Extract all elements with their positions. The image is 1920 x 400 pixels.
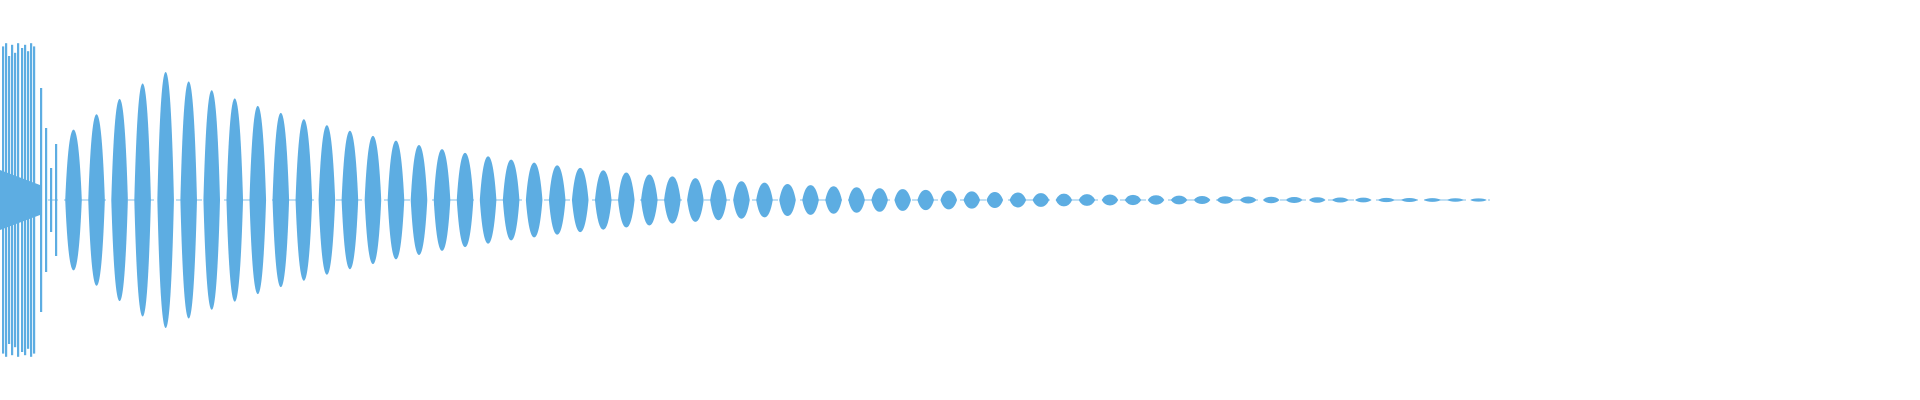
waveform-lobe <box>525 162 543 238</box>
waveform-lobe <box>802 185 819 215</box>
waveform-lobe <box>894 189 911 211</box>
waveform-lobe <box>1285 197 1303 203</box>
waveform-lobe <box>779 183 796 217</box>
waveform-lobe <box>479 156 497 244</box>
waveform-lobe <box>848 187 865 213</box>
attack-spike <box>55 144 58 256</box>
attack-spike <box>45 128 48 272</box>
waveform-lobe <box>641 174 658 226</box>
waveform-lobe <box>871 188 888 212</box>
waveform-lobe <box>1216 196 1234 204</box>
waveform-lobe <box>1308 197 1326 203</box>
waveform-lobe <box>1355 197 1372 203</box>
waveform-lobe <box>594 170 612 230</box>
waveform-lobe <box>226 98 244 302</box>
waveform-lobe <box>548 165 566 235</box>
waveform-lobe <box>1193 195 1211 205</box>
waveform-lobe <box>571 167 589 233</box>
waveform-lobe <box>502 159 520 241</box>
waveform-lobe <box>1055 193 1073 207</box>
waveform-lobe <box>295 119 313 281</box>
waveform-lobe <box>1170 195 1188 205</box>
attack-spike <box>50 168 53 232</box>
waveform-lobe <box>364 135 382 265</box>
attack-spike <box>40 88 43 312</box>
waveform-lobe <box>410 145 428 255</box>
waveform-lobe <box>387 140 405 260</box>
waveform-lobe <box>456 152 474 248</box>
waveform-lobe <box>1009 192 1027 208</box>
waveform-lobe <box>1262 196 1280 204</box>
waveform-lobe <box>1424 198 1441 202</box>
waveform-lobe <box>1078 194 1096 206</box>
waveform-lobe <box>341 130 359 270</box>
waveform-lobe <box>180 81 197 319</box>
waveform-lobe <box>917 189 935 211</box>
attack-fill <box>0 170 40 230</box>
waveform-lobe <box>433 149 451 251</box>
waveform-lobe <box>1124 194 1142 206</box>
waveform-lobe <box>825 186 842 214</box>
waveform-attack <box>0 43 58 357</box>
waveform-lobe <box>1331 197 1349 203</box>
waveform-lobe <box>111 98 128 302</box>
waveform-lobe <box>664 176 681 224</box>
waveform-lobe <box>1032 193 1050 207</box>
waveform-lobe <box>272 112 290 288</box>
waveform-lobe <box>65 129 82 271</box>
waveform-lobe <box>617 172 635 228</box>
waveform-body <box>65 72 1487 328</box>
waveform-lobe <box>687 178 704 222</box>
waveform-lobe <box>1239 196 1257 204</box>
waveform-lobe <box>318 125 336 275</box>
waveform-lobe <box>1401 197 1418 203</box>
waveform-lobe <box>88 114 105 286</box>
waveform-lobe <box>1378 197 1395 203</box>
waveform-lobe <box>134 83 151 317</box>
waveform-lobe <box>157 72 174 328</box>
waveform-lobe <box>710 179 727 221</box>
waveform-lobe <box>733 181 750 219</box>
waveform-lobe <box>1101 194 1119 206</box>
waveform-lobe <box>249 105 267 295</box>
waveform-lobe <box>986 191 1004 209</box>
waveform-lobe <box>1447 198 1464 202</box>
waveform-lobe <box>940 190 958 210</box>
waveform-lobe <box>1147 195 1165 205</box>
waveform-lobe <box>756 182 773 218</box>
waveform-lobe <box>203 90 221 310</box>
waveform-lobe <box>963 191 981 209</box>
waveform-lobe <box>1470 198 1487 202</box>
